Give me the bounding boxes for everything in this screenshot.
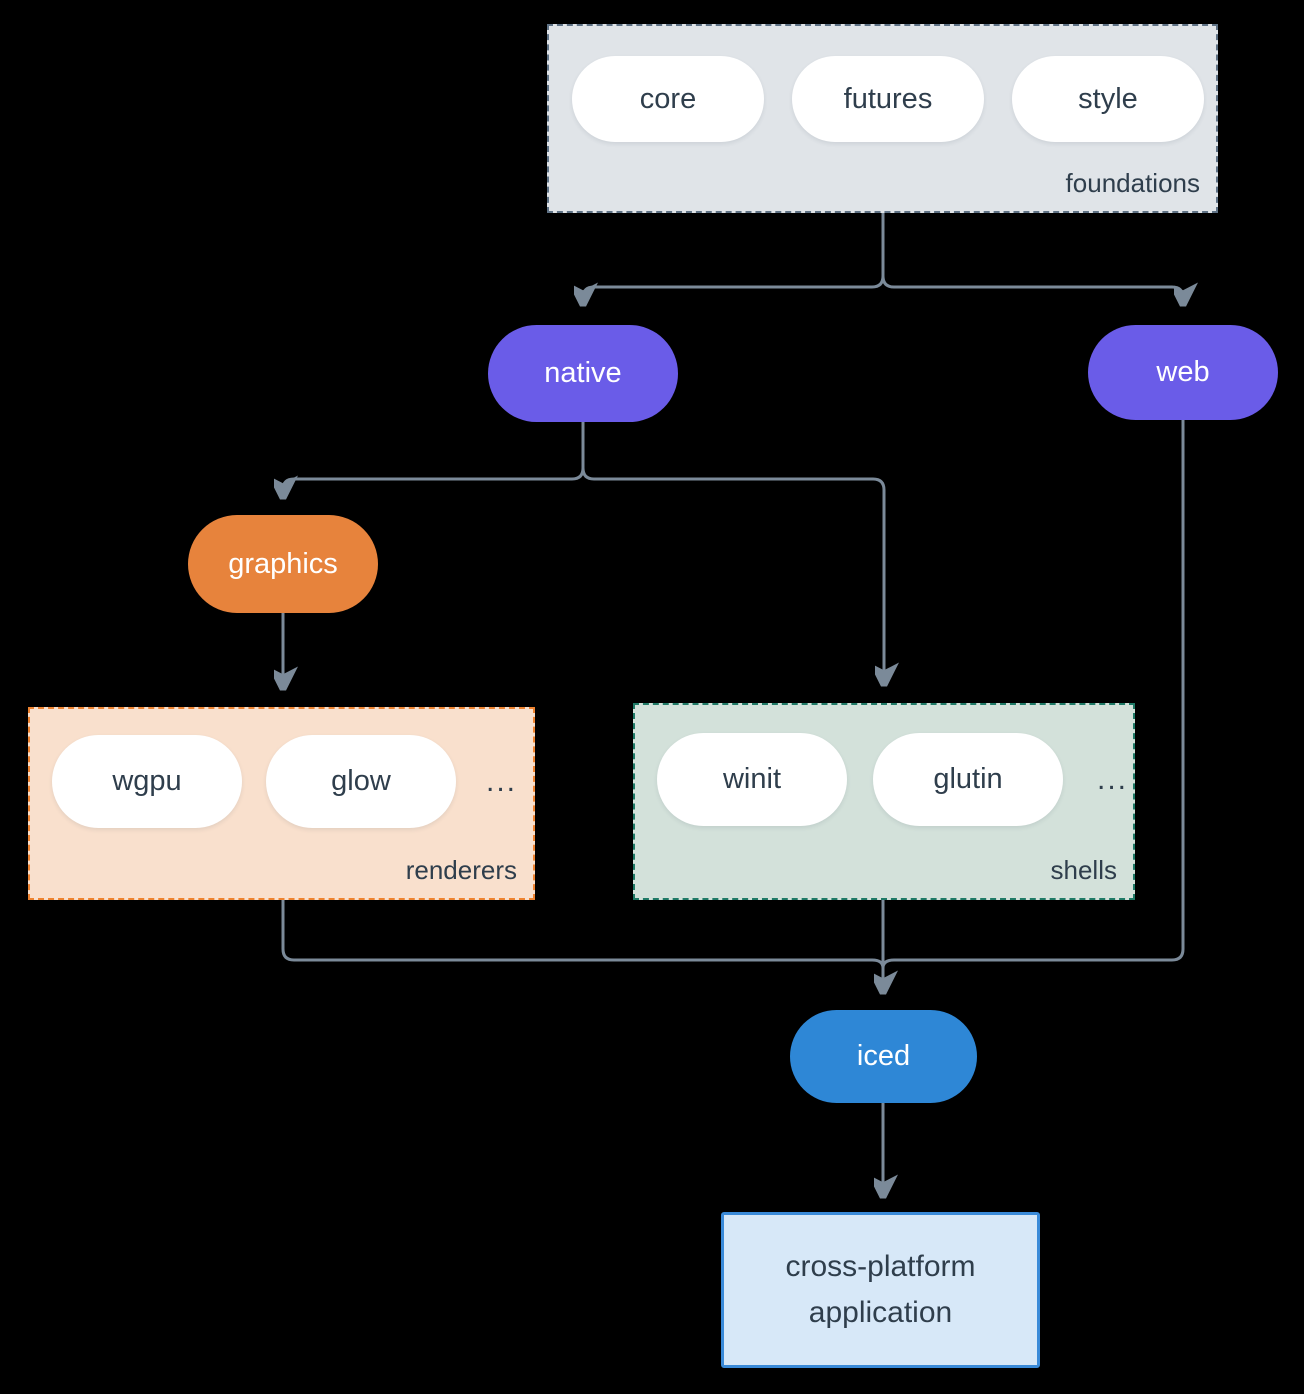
node-futures: futures <box>792 56 984 142</box>
renderers-ellipsis: ... <box>486 764 518 798</box>
application-label-line1: cross-platform <box>785 1249 976 1283</box>
foundations-pills: core futures style <box>572 56 1216 142</box>
node-native: native <box>488 325 678 422</box>
node-style: style <box>1012 56 1204 142</box>
node-native-label: native <box>544 357 622 389</box>
foundations-group-box: core futures style foundations <box>547 24 1218 213</box>
renderers-group-box: wgpu glow ... renderers <box>28 707 535 900</box>
node-graphics-label: graphics <box>228 547 338 580</box>
shells-pills: winit glutin ... <box>657 733 1133 826</box>
node-web: web <box>1088 325 1278 420</box>
node-iced-label: iced <box>856 1040 911 1072</box>
node-core: core <box>572 56 764 142</box>
node-web-label: web <box>1156 356 1210 388</box>
node-wgpu: wgpu <box>52 735 242 828</box>
node-cross-platform-application: cross-platform application <box>721 1212 1040 1368</box>
node-glutin-label: glutin <box>933 763 1003 795</box>
shells-group-box: winit glutin ... shells <box>633 703 1135 900</box>
node-wgpu-label: wgpu <box>112 765 182 797</box>
node-glow-label: glow <box>331 765 391 797</box>
connector-native-shells <box>581 466 884 682</box>
renderers-group-label: renderers <box>405 855 517 885</box>
node-core-label: core <box>639 82 697 115</box>
node-futures-label: futures <box>843 82 933 115</box>
node-winit: winit <box>657 733 847 826</box>
application-label-line2: application <box>808 1296 953 1329</box>
connector-renderers-merge <box>281 898 885 970</box>
shells-ellipsis: ... <box>1097 762 1129 796</box>
node-glutin: glutin <box>873 733 1063 826</box>
node-style-label: style <box>1078 82 1138 115</box>
node-winit-label: winit <box>722 763 781 795</box>
node-graphics: graphics <box>188 515 378 613</box>
connector-native-graphics <box>283 420 585 495</box>
connector-foundations-native <box>583 211 885 302</box>
renderers-pills: wgpu glow ... <box>52 735 533 828</box>
shells-group-label: shells <box>1050 855 1117 885</box>
foundations-group-label: foundations <box>1065 168 1200 198</box>
connector-foundations-web <box>881 274 1183 302</box>
node-glow: glow <box>266 735 456 828</box>
node-iced: iced <box>790 1010 977 1103</box>
